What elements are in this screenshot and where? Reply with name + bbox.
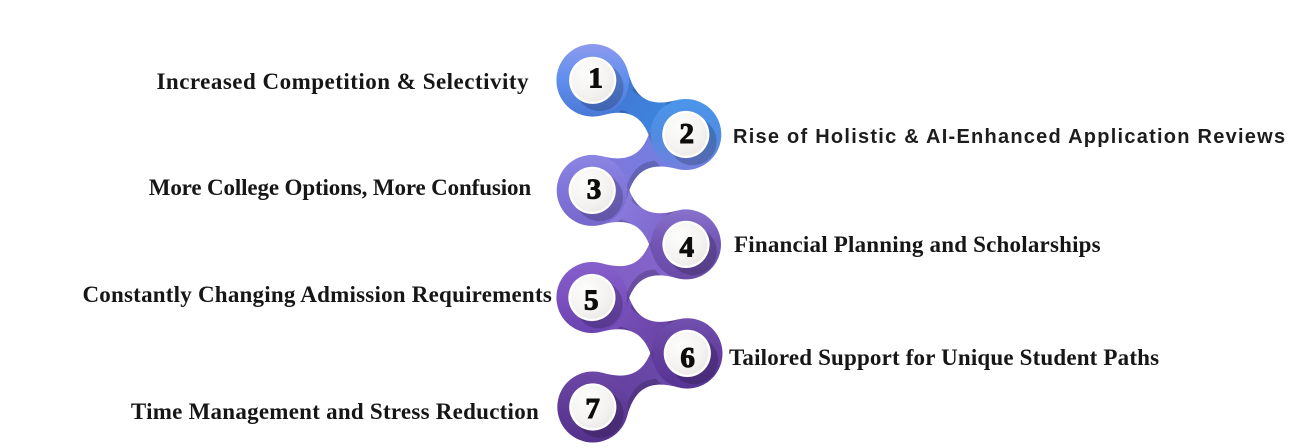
- svg-text:3: 3: [587, 174, 602, 206]
- svg-text:5: 5: [584, 284, 599, 316]
- svg-text:2: 2: [679, 118, 694, 150]
- svg-text:7: 7: [585, 393, 600, 425]
- svg-text:6: 6: [680, 342, 695, 374]
- svg-text:4: 4: [679, 231, 694, 263]
- svg-text:1: 1: [588, 62, 603, 94]
